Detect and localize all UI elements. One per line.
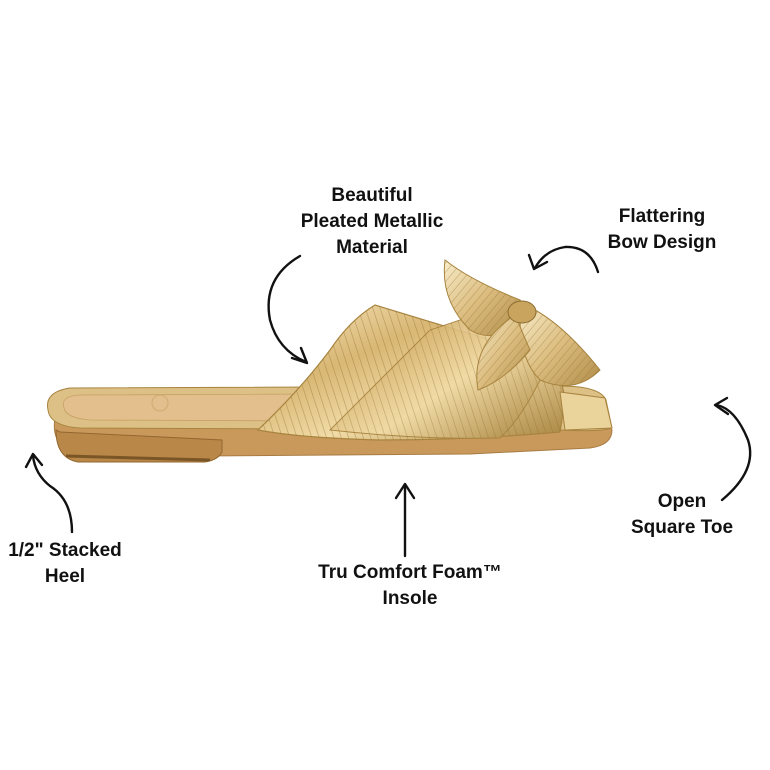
insole-logo-icon [151, 394, 169, 412]
toe-edge [559, 391, 613, 431]
callout-material: Beautiful Pleated Metallic Material [262, 183, 482, 261]
toe-arrow [714, 403, 752, 502]
callout-bow: Flattering Bow Design [582, 204, 742, 256]
callout-toe: Open Square Toe [612, 489, 752, 541]
callout-heel: 1/2" Stacked Heel [0, 538, 140, 590]
callout-insole: Tru Comfort Foam™ Insole [290, 560, 530, 612]
bow-knot [507, 300, 537, 324]
bow-arrow [533, 245, 600, 274]
callout-insole-line1: Tru Comfort Foam™ [318, 562, 502, 583]
material-arrow [267, 254, 308, 364]
heel-arrow [31, 454, 74, 534]
callout-bow-line1: Flattering [618, 206, 706, 227]
callout-material-line1: Beautiful [331, 185, 413, 206]
heel-base [65, 454, 211, 462]
stacked-heel [55, 429, 223, 463]
callout-heel-line1: 1/2" Stacked [8, 540, 122, 561]
callout-bow-line2: Bow Design [607, 232, 717, 253]
callout-toe-line2: Square Toe [630, 517, 734, 538]
callout-heel-line2: Heel [44, 566, 86, 587]
callout-insole-line2: Insole [382, 588, 438, 609]
callout-material-line3: Material [336, 237, 408, 258]
callout-material-line2: Pleated Metallic [300, 211, 444, 232]
callout-toe-line1: Open [657, 491, 707, 512]
